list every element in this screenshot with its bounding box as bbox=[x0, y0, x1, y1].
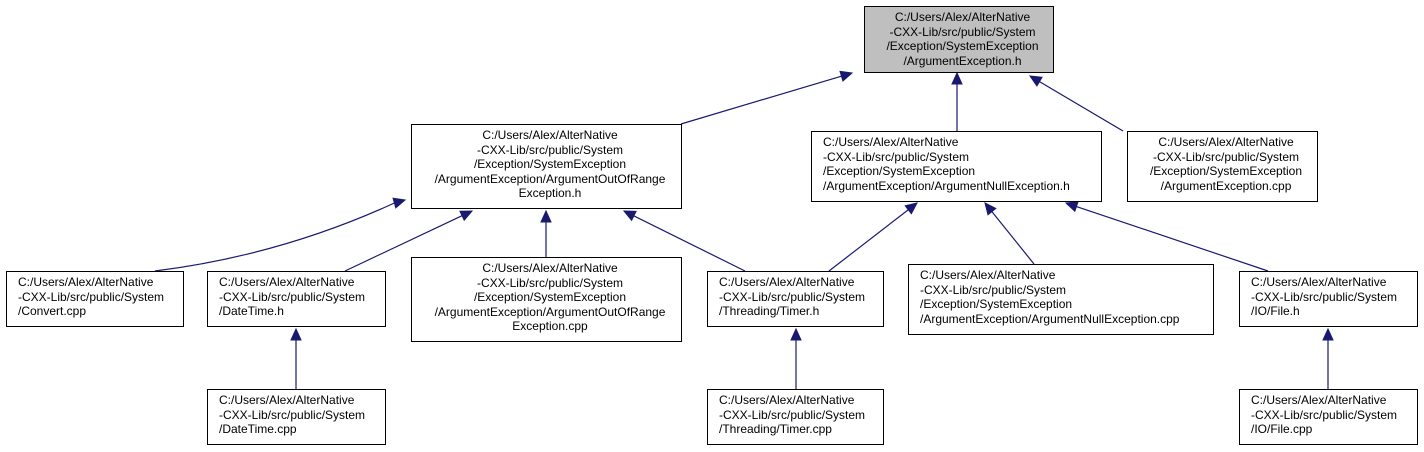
edge-timer_h-to-aoor_h bbox=[622, 210, 746, 272]
edge-arrowhead bbox=[1064, 201, 1079, 213]
node-label-line: /DateTime.cpp bbox=[219, 422, 297, 436]
edge-arrowhead bbox=[904, 202, 918, 215]
node-label-line: -CXX-Lib/src/public/System bbox=[476, 142, 624, 157]
node-label-line: -CXX-Lib/src/public/System bbox=[920, 282, 1067, 297]
node-label-line: Exception.h bbox=[518, 186, 582, 200]
node-label-line: /Exception/SystemException bbox=[473, 157, 627, 171]
node-label-line: /DateTime.h bbox=[219, 304, 284, 318]
edge-arrowhead bbox=[951, 71, 963, 85]
node-datetime-h[interactable]: C:/Users/Alex/AlterNative-CXX-Lib/src/pu… bbox=[207, 271, 386, 327]
edge-ane_h-to-root bbox=[951, 71, 963, 131]
edge-timer_h-to-ane_h bbox=[828, 202, 918, 272]
node-label-line: C:/Users/Alex/AlterNative bbox=[719, 275, 855, 289]
edge-file_h-to-ane_h bbox=[1064, 201, 1269, 272]
node-label-line: C:/Users/Alex/AlterNative bbox=[920, 268, 1056, 282]
edge-line bbox=[344, 215, 463, 272]
node-label-line: -CXX-Lib/src/public/System bbox=[476, 275, 624, 290]
node-label-line: C:/Users/Alex/AlterNative bbox=[719, 393, 855, 407]
node-label-line: C:/Users/Alex/AlterNative bbox=[219, 275, 355, 289]
edge-aoor_h-to-root bbox=[680, 70, 854, 125]
node-label-line: -CXX-Lib/src/public/System bbox=[823, 149, 970, 164]
node-label-line: -CXX-Lib/src/public/System bbox=[219, 289, 366, 304]
node-label-line: /Exception/SystemException bbox=[886, 39, 1039, 53]
node-label-line: /ArgumentException.cpp bbox=[1160, 178, 1292, 193]
node-label-line: Exception.cpp bbox=[512, 319, 588, 333]
node-label-line: /Exception/SystemException bbox=[473, 290, 627, 304]
edge-line bbox=[1076, 205, 1269, 272]
node-timer-h[interactable]: C:/Users/Alex/AlterNative-CXX-Lib/src/pu… bbox=[707, 271, 884, 327]
edge-line bbox=[828, 209, 909, 272]
node-label-line: C:/Users/Alex/AlterNative bbox=[219, 393, 355, 407]
node-label-line: C:/Users/Alex/AlterNative bbox=[482, 261, 618, 275]
node-label-line: /Exception/SystemException bbox=[1149, 164, 1303, 178]
node-label-line: C:/Users/Alex/AlterNative bbox=[1251, 275, 1387, 289]
node-argument-exception-h[interactable]: C:/Users/Alex/AlterNative-CXX-Lib/src/pu… bbox=[864, 6, 1054, 73]
edge-line bbox=[1039, 81, 1124, 132]
edge-datetime_cpp-to-datetime_h bbox=[290, 327, 302, 389]
node-datetime-cpp[interactable]: C:/Users/Alex/AlterNative-CXX-Lib/src/pu… bbox=[207, 389, 386, 445]
edge-arrowhead bbox=[790, 327, 802, 341]
node-argument-exception-cpp[interactable]: C:/Users/Alex/AlterNative-CXX-Lib/src/pu… bbox=[1127, 131, 1318, 202]
node-argument-out-of-range-exception-h[interactable]: C:/Users/Alex/AlterNative-CXX-Lib/src/pu… bbox=[411, 124, 682, 209]
node-label-line: /Convert.cpp bbox=[18, 304, 87, 318]
edge-arrowhead bbox=[290, 327, 302, 341]
node-label-line: -CXX-Lib/src/public/System bbox=[719, 407, 866, 422]
edge-line bbox=[991, 211, 1035, 265]
node-file-cpp[interactable]: C:/Users/Alex/AlterNative-CXX-Lib/src/pu… bbox=[1239, 389, 1418, 445]
node-file-h[interactable]: C:/Users/Alex/AlterNative-CXX-Lib/src/pu… bbox=[1239, 271, 1418, 327]
edge-line bbox=[680, 75, 842, 125]
edge-timer_cpp-to-timer_h bbox=[790, 327, 802, 389]
node-label-line: /Threading/Timer.h bbox=[719, 304, 820, 318]
node-label-line: C:/Users/Alex/AlterNative bbox=[823, 135, 959, 149]
edge-arrowhead bbox=[984, 202, 997, 216]
node-argument-null-exception-cpp[interactable]: C:/Users/Alex/AlterNative-CXX-Lib/src/pu… bbox=[908, 264, 1214, 335]
edge-datetime_h-to-aoor_h bbox=[344, 210, 474, 272]
node-label-line: -CXX-Lib/src/public/System bbox=[1251, 407, 1398, 422]
edge-convert_cpp-to-aoor_h bbox=[154, 197, 407, 272]
edge-arrowhead bbox=[1028, 75, 1043, 87]
node-label-line: /Exception/SystemException bbox=[823, 164, 976, 178]
node-argument-null-exception-h[interactable]: C:/Users/Alex/AlterNative-CXX-Lib/src/pu… bbox=[811, 131, 1102, 202]
node-label-line: /ArgumentException/ArgumentOutOfRange bbox=[434, 304, 666, 319]
edge-aoor_cpp-to-aoor_h bbox=[540, 209, 552, 257]
edge-arrowhead bbox=[622, 210, 637, 222]
edge-arrowhead bbox=[392, 197, 407, 209]
edge-file_cpp-to-file_h bbox=[1322, 327, 1334, 389]
node-label-line: /ArgumentException.h bbox=[903, 53, 1022, 68]
edge-arrowhead bbox=[459, 210, 474, 222]
node-label-line: /ArgumentException/ArgumentOutOfRange bbox=[434, 171, 666, 186]
node-label-line: /ArgumentException/ArgumentNullException… bbox=[920, 311, 1180, 326]
node-label-line: -CXX-Lib/src/public/System bbox=[219, 407, 366, 422]
edge-ane_cpp-to-ane_h bbox=[984, 202, 1035, 265]
node-label-line: C:/Users/Alex/AlterNative bbox=[894, 10, 1031, 24]
edge-ae_cpp-to-root bbox=[1028, 75, 1124, 132]
edge-line bbox=[633, 215, 746, 272]
node-label-line: /IO/File.cpp bbox=[1251, 422, 1313, 436]
node-label-line: -CXX-Lib/src/public/System bbox=[719, 289, 866, 304]
node-label-line: C:/Users/Alex/AlterNative bbox=[18, 275, 154, 289]
node-convert-cpp[interactable]: C:/Users/Alex/AlterNative-CXX-Lib/src/pu… bbox=[6, 271, 184, 327]
node-label-line: /IO/File.h bbox=[1251, 304, 1300, 318]
node-label-line: /Exception/SystemException bbox=[920, 297, 1073, 311]
node-label-line: -CXX-Lib/src/public/System bbox=[1152, 149, 1300, 164]
node-label-line: -CXX-Lib/src/public/System bbox=[18, 289, 165, 304]
node-label-line: -CXX-Lib/src/public/System bbox=[889, 24, 1036, 39]
node-timer-cpp[interactable]: C:/Users/Alex/AlterNative-CXX-Lib/src/pu… bbox=[707, 389, 884, 445]
edge-arrowhead bbox=[1322, 327, 1334, 341]
edge-arrowhead bbox=[540, 209, 552, 223]
node-label-line: /Threading/Timer.cpp bbox=[719, 422, 832, 436]
node-argument-out-of-range-exception-cpp[interactable]: C:/Users/Alex/AlterNative-CXX-Lib/src/pu… bbox=[411, 257, 682, 342]
node-label-line: -CXX-Lib/src/public/System bbox=[1251, 289, 1398, 304]
node-label-line: /ArgumentException/ArgumentNullException… bbox=[823, 178, 1070, 193]
node-label-line: C:/Users/Alex/AlterNative bbox=[1158, 135, 1294, 149]
edge-line bbox=[154, 202, 395, 272]
node-label-line: C:/Users/Alex/AlterNative bbox=[1251, 393, 1387, 407]
edge-arrowhead bbox=[839, 70, 854, 82]
node-label-line: C:/Users/Alex/AlterNative bbox=[482, 128, 618, 142]
